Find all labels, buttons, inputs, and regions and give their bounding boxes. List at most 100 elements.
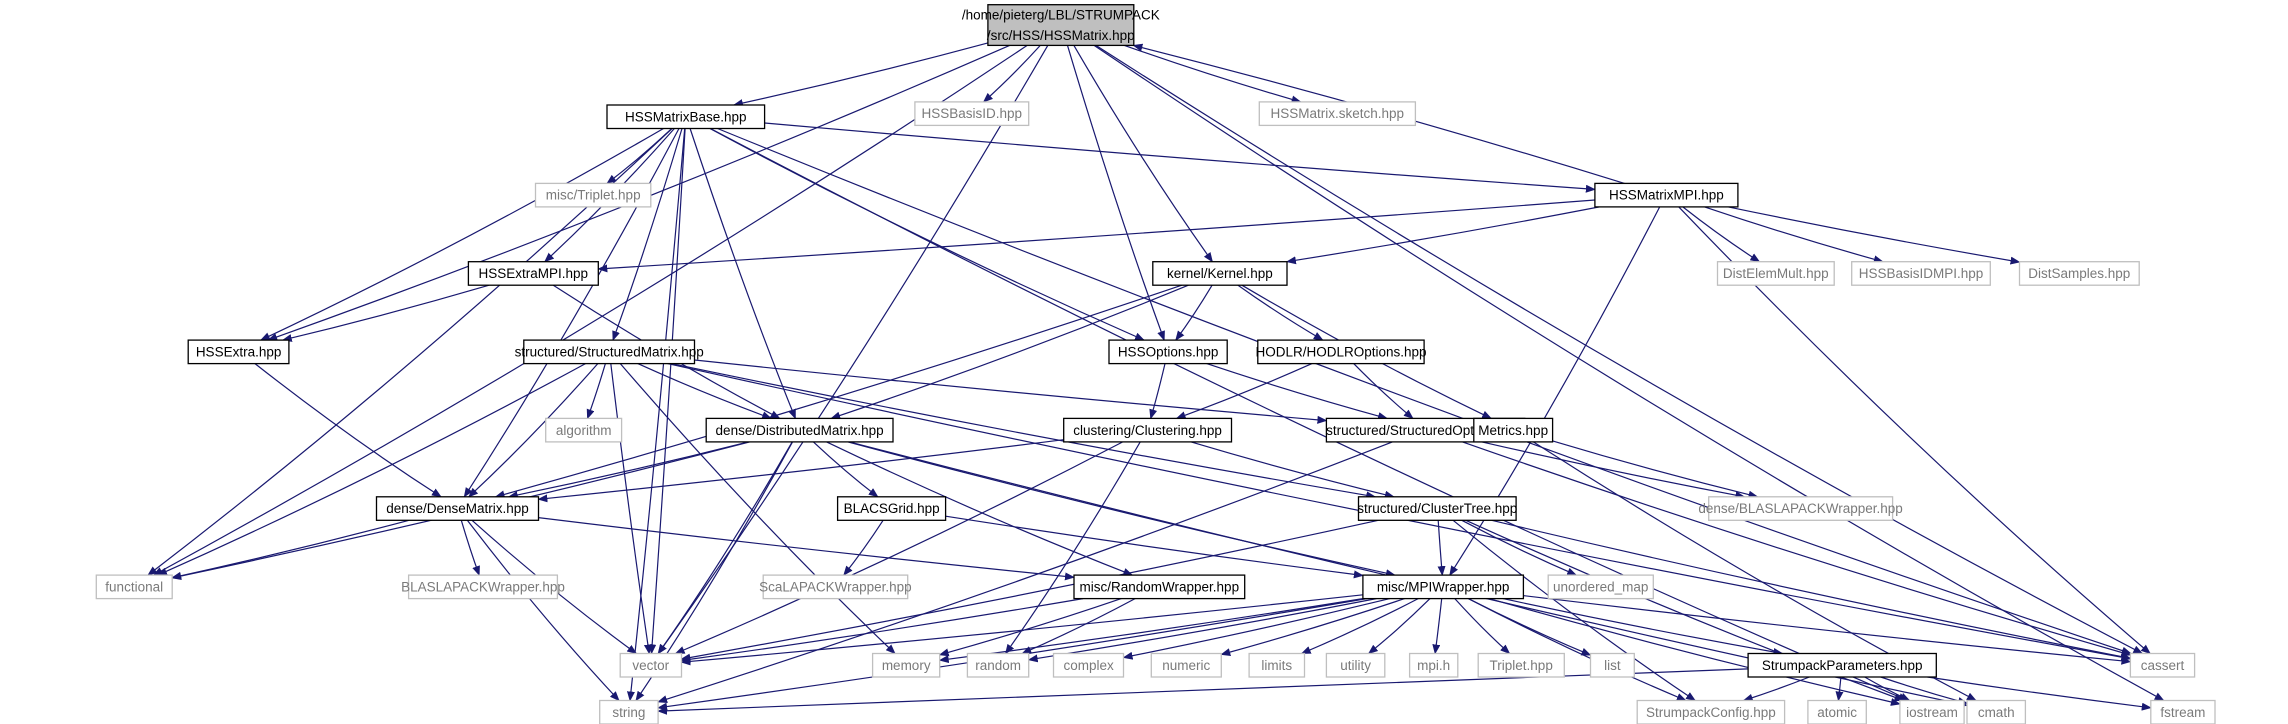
node-random_wrap[interactable]: misc/RandomWrapper.hpp: [1073, 574, 1246, 600]
node-box: [523, 339, 696, 365]
node-distmat[interactable]: dense/DistributedMatrix.hpp: [705, 417, 894, 443]
node-extra[interactable]: HSSExtra.hpp: [187, 339, 290, 365]
edge-clustering-to-densemat: [537, 439, 1064, 503]
node-box: [407, 574, 559, 600]
node-box: [966, 652, 1030, 678]
node-blaswrapdense: dense/BLASLAPACKWrapper.hpp: [1698, 496, 1903, 521]
edge-base-to-hssopt: [709, 127, 1145, 341]
node-box: [1108, 339, 1228, 365]
edge-root-to-kernel: [1073, 45, 1213, 263]
node-label: BLACSGrid.hpp: [844, 501, 940, 516]
node-box: [1150, 652, 1222, 678]
node-label: misc/RandomWrapper.hpp: [1080, 579, 1240, 594]
node-iostream: iostream: [1899, 699, 1965, 724]
edge-extrampi-to-extra: [281, 284, 490, 342]
node-distsamples: DistSamples.hpp: [2018, 261, 2140, 286]
edge-params-to-config: [1742, 676, 1810, 702]
node-box: [1636, 699, 1786, 724]
node-mpiwrap[interactable]: misc/MPIWrapper.hpp: [1362, 574, 1525, 600]
node-hssopt[interactable]: HSSOptions.hpp: [1108, 339, 1228, 365]
node-memory: memory: [871, 652, 941, 678]
node-box: [1594, 182, 1739, 208]
node-random: random: [966, 652, 1030, 678]
node-distelem: DistElemMult.hpp: [1716, 261, 1835, 286]
node-label: HSSMatrixBase.hpp: [625, 109, 747, 124]
node-metrics[interactable]: Metrics.hpp: [1473, 417, 1554, 443]
node-label: numeric: [1162, 658, 1210, 673]
edge-clustertree-to-mpiwrap: [1437, 520, 1446, 577]
edge-clustertree-to-unordered: [1461, 519, 1578, 576]
node-extrampi[interactable]: HSSExtraMPI.hpp: [467, 261, 599, 286]
edge-clustering-to-clustertree: [1190, 441, 1395, 499]
node-blacs[interactable]: BLACSGrid.hpp: [836, 496, 947, 521]
node-numeric: numeric: [1150, 652, 1222, 678]
node-label: memory: [882, 658, 931, 673]
edge-mpiwrap-to-params: [1502, 598, 1784, 656]
nodes-layer: /home/pieterg/LBL/STRUMPACK/src/HSS/HSSM…: [95, 4, 2216, 724]
edge-metrics-to-blaswrapdense: [1552, 440, 1759, 499]
edge-mpiwrap-to-config: [1467, 598, 1687, 702]
edge-mpiwrap-to-random: [1027, 598, 1377, 663]
node-label: HSSExtraMPI.hpp: [479, 266, 589, 281]
edge-mpi-to-basisidmpi: [1704, 206, 1884, 264]
edge-params-to-fstream: [1927, 676, 2152, 711]
node-mpi[interactable]: HSSMatrixMPI.hpp: [1594, 182, 1739, 208]
node-params[interactable]: StrumpackParameters.hpp: [1747, 652, 1937, 678]
node-clustering[interactable]: clustering/Clustering.hpp: [1063, 417, 1233, 443]
node-densemat[interactable]: dense/DenseMatrix.hpp: [375, 496, 540, 521]
node-structmat[interactable]: structured/StructuredMatrix.hpp: [515, 339, 704, 365]
node-config: StrumpackConfig.hpp: [1636, 699, 1786, 724]
node-unordered: unordered_map: [1547, 574, 1654, 600]
node-fstream: fstream: [2150, 699, 2216, 724]
edge-mpiwrap-to-cassert: [1523, 595, 2132, 665]
edge-random_wrap-to-memory: [938, 598, 1122, 657]
edge-extra-to-densemat: [254, 363, 442, 498]
edge-hssopt-to-structopt: [1206, 363, 1388, 420]
edge-mpi-to-mpiwrap: [1449, 206, 1661, 576]
edge-structmat-to-vector: [610, 363, 652, 655]
node-label: dense/DistributedMatrix.hpp: [716, 423, 884, 438]
edge-params-to-iostream: [1864, 676, 1911, 702]
node-box: [871, 652, 941, 678]
node-kernel[interactable]: kernel/Kernel.hpp: [1152, 261, 1288, 286]
node-clustertree[interactable]: structured/ClusterTree.hpp: [1357, 496, 1517, 521]
edge-mpiwrap-to-vector: [680, 594, 1363, 666]
edge-blacs-to-scalapack: [843, 519, 884, 576]
node-blaswrap: BLASLAPACKWrapper.hpp: [401, 574, 565, 600]
node-box: [762, 574, 909, 600]
node-hodlropt[interactable]: HODLR/HODLROptions.hpp: [1255, 339, 1427, 365]
node-box: [187, 339, 290, 365]
node-box: [2018, 261, 2140, 286]
node-mpih: mpi.h: [1408, 652, 1459, 678]
edge-params-to-atomic: [1835, 676, 1844, 702]
node-label: algorithm: [556, 423, 612, 438]
edge-mpiwrap-to-list: [1468, 598, 1592, 656]
edge-base-to-triplet_misc: [606, 128, 673, 185]
edge-densemat-to-string: [466, 519, 620, 702]
node-base[interactable]: HSSMatrixBase.hpp: [606, 104, 766, 130]
edge-densemat-to-random_wrap: [538, 517, 1075, 581]
edge-base-to-structmat: [612, 128, 683, 342]
edge-mpi-to-kernel: [1285, 206, 1600, 265]
edge-structmat-to-structopt: [694, 359, 1328, 424]
node-box: [705, 417, 894, 443]
node-root[interactable]: /home/pieterg/LBL/STRUMPACK/src/HSS/HSSM…: [962, 4, 1160, 47]
node-complex: complex: [1052, 652, 1125, 678]
edge-structmat-to-memory: [619, 363, 896, 655]
node-label: HSSExtra.hpp: [196, 344, 282, 359]
node-label: atomic: [1817, 705, 1857, 720]
node-box: [1325, 652, 1386, 678]
node-label: random: [975, 658, 1021, 673]
node-label: limits: [1261, 658, 1292, 673]
edge-root-to-cassert: [1095, 44, 2144, 655]
node-label: cassert: [2141, 658, 2185, 673]
node-box: [1152, 261, 1288, 286]
node-label: DistSamples.hpp: [2028, 266, 2130, 281]
node-box: [1716, 261, 1835, 286]
node-box: [836, 496, 947, 521]
edge-root-to-vector: [657, 45, 1049, 655]
node-box: [1257, 339, 1425, 365]
edge-clustertree-to-cassert: [1491, 519, 2132, 661]
edge-base-to-string: [626, 128, 686, 702]
edge-mpiwrap-to-iostream: [1488, 598, 1901, 706]
